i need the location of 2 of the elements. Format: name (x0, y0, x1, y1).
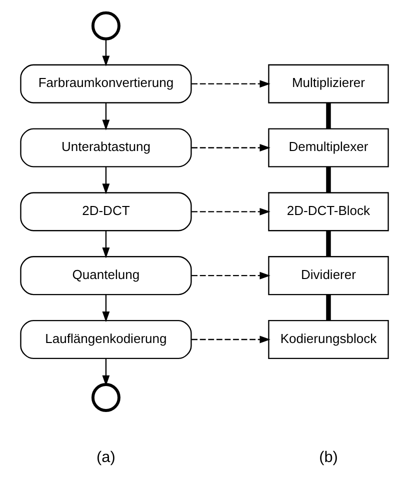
label: (a) (96, 448, 115, 466)
label: (b) (318, 448, 338, 466)
